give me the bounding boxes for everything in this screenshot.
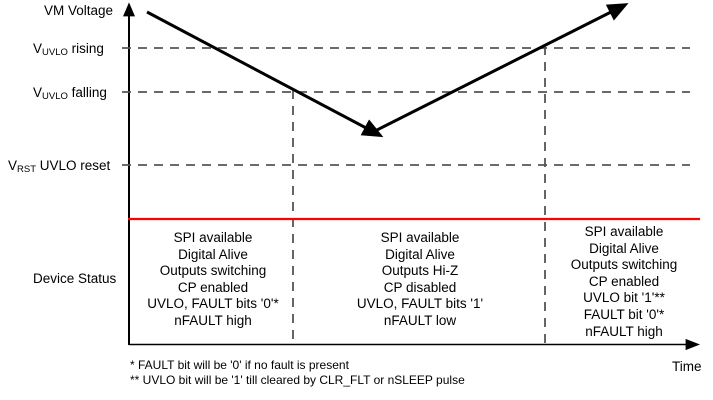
status-line: nFAULT low	[383, 312, 457, 328]
x-axis-title: Time	[672, 359, 702, 374]
device-status-label: Device Status	[33, 271, 117, 286]
threshold-label-uvlo-reset: VRST UVLO reset	[8, 158, 111, 175]
threshold-text-uvlo-reset: UVLO reset	[36, 158, 111, 173]
vm-waveform-falling-segment	[146, 10, 384, 138]
status-line: SPI available	[173, 230, 253, 245]
status-line: UVLO bit '1'**	[583, 290, 665, 306]
status-line: UVLO, FAULT bits '0'*	[147, 296, 279, 312]
status-line: Outputs switching	[159, 263, 267, 279]
status-line: SPI available	[380, 230, 460, 245]
threshold-label-uvlo-falling: VUVLO falling	[33, 85, 107, 102]
status-line: Digital Alive	[178, 246, 248, 262]
vm-waveform-rising-segment	[372, 3, 629, 134]
threshold-subscript-uvlo-reset: RST	[17, 164, 37, 175]
footnote-uvlo-bit: ** UVLO bit will be '1' till cleared by …	[130, 373, 465, 387]
threshold-subscript-uvlo-falling: UVLO	[42, 91, 68, 102]
status-line: nFAULT high	[174, 312, 252, 328]
status-line: CP enabled	[588, 273, 660, 289]
threshold-text-uvlo-falling: falling	[67, 85, 107, 100]
status-line: CP disabled	[383, 279, 457, 295]
threshold-text-uvlo-rising: rising	[67, 41, 104, 56]
status-line: CP enabled	[177, 279, 249, 295]
status-line: Digital Alive	[589, 240, 659, 256]
footnote-fault-bit: * FAULT bit will be '0' if no fault is p…	[130, 358, 349, 372]
threshold-symbol-uvlo-reset: V	[8, 158, 18, 173]
status-column-region-1: SPI available Digital Alive Outputs swit…	[134, 230, 292, 330]
status-line: Digital Alive	[385, 246, 455, 262]
threshold-symbol-uvlo-falling: V	[33, 85, 43, 100]
status-line: Outputs Hi-Z	[381, 263, 459, 279]
status-line: SPI available	[584, 224, 664, 239]
y-axis-title: VM Voltage	[44, 3, 114, 18]
status-line: FAULT bit '0'*	[583, 306, 665, 322]
status-line: nFAULT high	[585, 323, 663, 339]
threshold-symbol-uvlo-rising: V	[33, 41, 43, 56]
threshold-subscript-uvlo-rising: UVLO	[42, 47, 68, 58]
status-column-region-2: SPI available Digital Alive Outputs Hi-Z…	[296, 230, 544, 330]
status-line: Outputs switching	[570, 257, 678, 273]
threshold-label-uvlo-rising: VUVLO rising	[33, 41, 104, 58]
status-column-region-3: SPI available Digital Alive Outputs swit…	[548, 224, 700, 340]
status-line: UVLO, FAULT bits '1'	[356, 296, 484, 312]
